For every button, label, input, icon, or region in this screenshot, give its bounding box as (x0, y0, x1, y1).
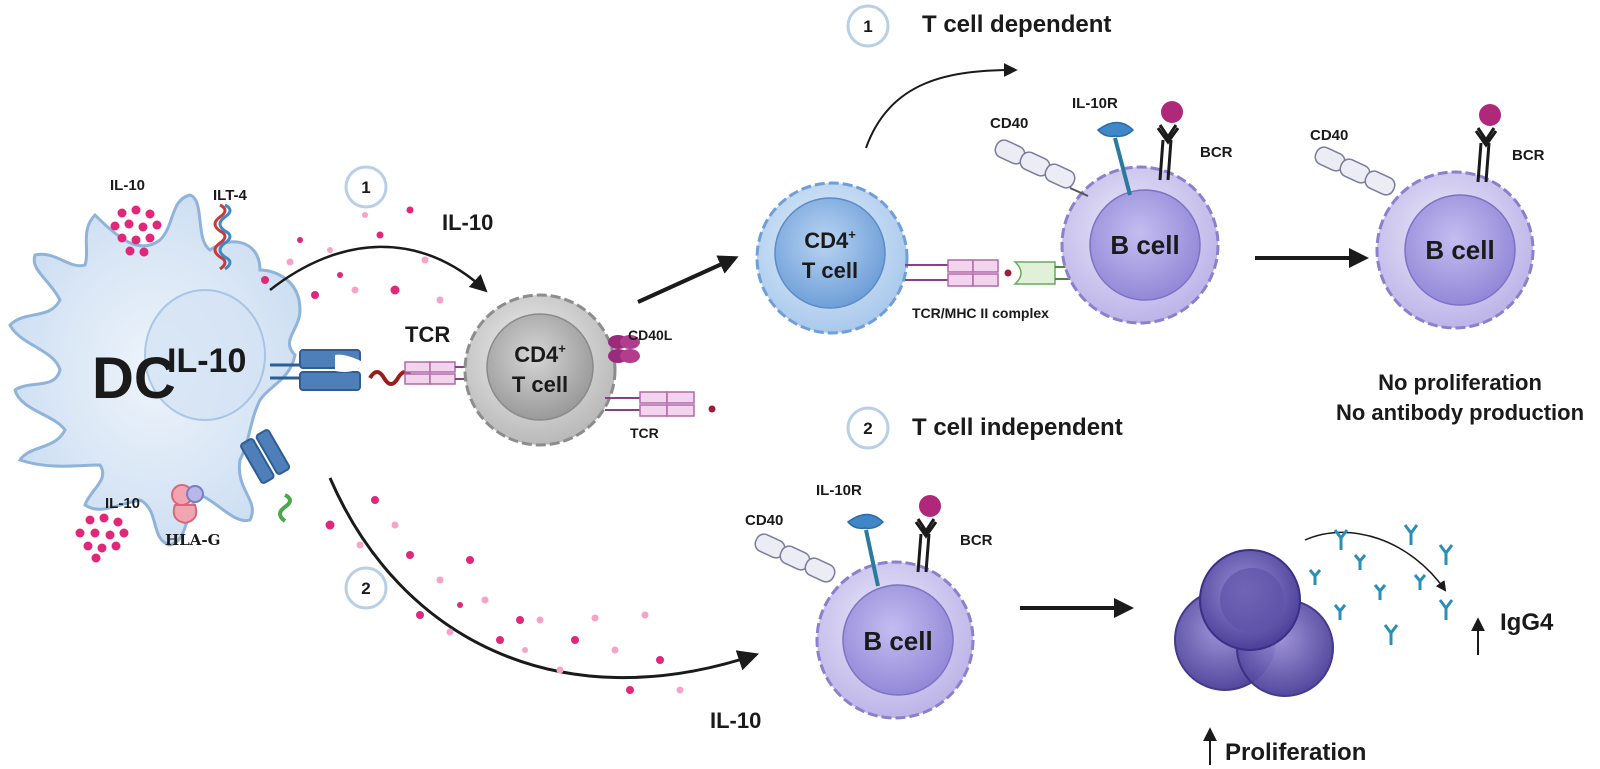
svg-text:CD4+: CD4+ (514, 341, 566, 367)
pathway-2-title: T cell independent (912, 414, 1123, 441)
dc-receptor-lower (240, 429, 291, 484)
igg4-label: IgG4 (1500, 609, 1554, 636)
cd40-receptor-top (994, 139, 1089, 197)
b-cell-right: B cell (1375, 170, 1535, 330)
il10-arrow-lower (328, 477, 759, 680)
bcr-label-1: BCR (1200, 144, 1233, 161)
dendritic-cell: DC IL-10 (8, 193, 302, 547)
bcr-label-3: BCR (960, 532, 993, 549)
b-cell-top: B cell (1060, 165, 1220, 325)
svg-text:2: 2 (863, 419, 872, 438)
svg-text:T cell: T cell (802, 258, 858, 283)
outcome-line-2: No antibody production (1336, 400, 1584, 425)
svg-text:1: 1 (863, 17, 872, 36)
dc-label: DC (92, 346, 176, 411)
tcr-left-label: TCR (405, 322, 450, 347)
il10-dots-lower (325, 496, 684, 694)
bcr-right (1474, 104, 1501, 183)
b-cell-bottom: B cell (815, 560, 975, 720)
hla-g-molecule (171, 484, 204, 525)
pathway-1-number: 1 (846, 4, 890, 48)
cd4-t-cell-top: CD4+ T cell (755, 181, 909, 335)
pathway-1-title: T cell dependent (922, 11, 1111, 38)
svg-text:T cell: T cell (512, 372, 568, 397)
bcr-label-2: BCR (1512, 147, 1545, 164)
plasma-cell-cluster (1174, 549, 1334, 697)
il10-lower-label: IL-10 (710, 708, 761, 733)
pathway-circle-1-left: 1 (344, 165, 388, 209)
il10r-label-1: IL-10R (1072, 95, 1118, 112)
il10r-receptor-top (1096, 121, 1135, 196)
il10-bottom-left-label: IL-10 (105, 495, 140, 512)
il10-top-left-label: IL-10 (110, 177, 145, 194)
tcr-mhc-complex (905, 259, 1080, 287)
dc-superscript: IL-10 (167, 342, 246, 380)
arrow-to-dependent (637, 255, 739, 304)
curved-arrow-top (865, 63, 1018, 149)
cd40-receptor-right (1314, 146, 1396, 196)
il10r-label-2: IL-10R (816, 482, 862, 499)
antibody-arrow (1304, 531, 1447, 592)
svg-text:B cell: B cell (1110, 230, 1179, 260)
il10r-receptor-bottom (846, 513, 885, 587)
svg-text:B cell: B cell (863, 626, 932, 656)
svg-text:CD4+: CD4+ (804, 227, 856, 253)
svg-text:1: 1 (361, 178, 370, 197)
cd40-label-1: CD40 (990, 115, 1028, 132)
hla-g-label: HLA-G (165, 531, 220, 549)
outcome-line-1: No proliferation (1378, 370, 1542, 395)
cd40l-molecule (608, 335, 640, 363)
il10-upper-label: IL-10 (442, 210, 493, 235)
cd40-label-3: CD40 (745, 512, 783, 529)
il10-cluster-top (110, 205, 162, 257)
green-squiggle (278, 493, 292, 523)
cd40-label-2: CD40 (1310, 127, 1348, 144)
cd40-receptor-bottom (754, 533, 836, 583)
ilt4-label: ILT-4 (213, 187, 248, 204)
antibodies (1308, 524, 1454, 645)
svg-text:B cell: B cell (1425, 235, 1494, 265)
tcr-right (605, 391, 716, 417)
pathway-circle-2-left: 2 (344, 566, 388, 610)
bcr-bottom (914, 495, 941, 573)
il10-arrow-upper (269, 245, 488, 293)
dc-receptor-upper (270, 349, 365, 391)
ilt4-receptor (213, 203, 232, 271)
proliferation-label: Proliferation (1225, 739, 1366, 766)
cd40l-label: CD40L (628, 327, 673, 343)
tcr-left (404, 361, 475, 385)
bcr-top (1156, 101, 1183, 181)
il10-dots-upper (261, 206, 444, 304)
tcr-mhc-label: TCR/MHC II complex (912, 305, 1049, 321)
il10-cluster-bottom (75, 513, 129, 563)
cd4-t-cell-middle: CD4+ T cell (463, 293, 617, 447)
tcr-right-label: TCR (630, 425, 659, 441)
svg-text:2: 2 (361, 579, 370, 598)
pathway-2-number: 2 (846, 406, 890, 450)
